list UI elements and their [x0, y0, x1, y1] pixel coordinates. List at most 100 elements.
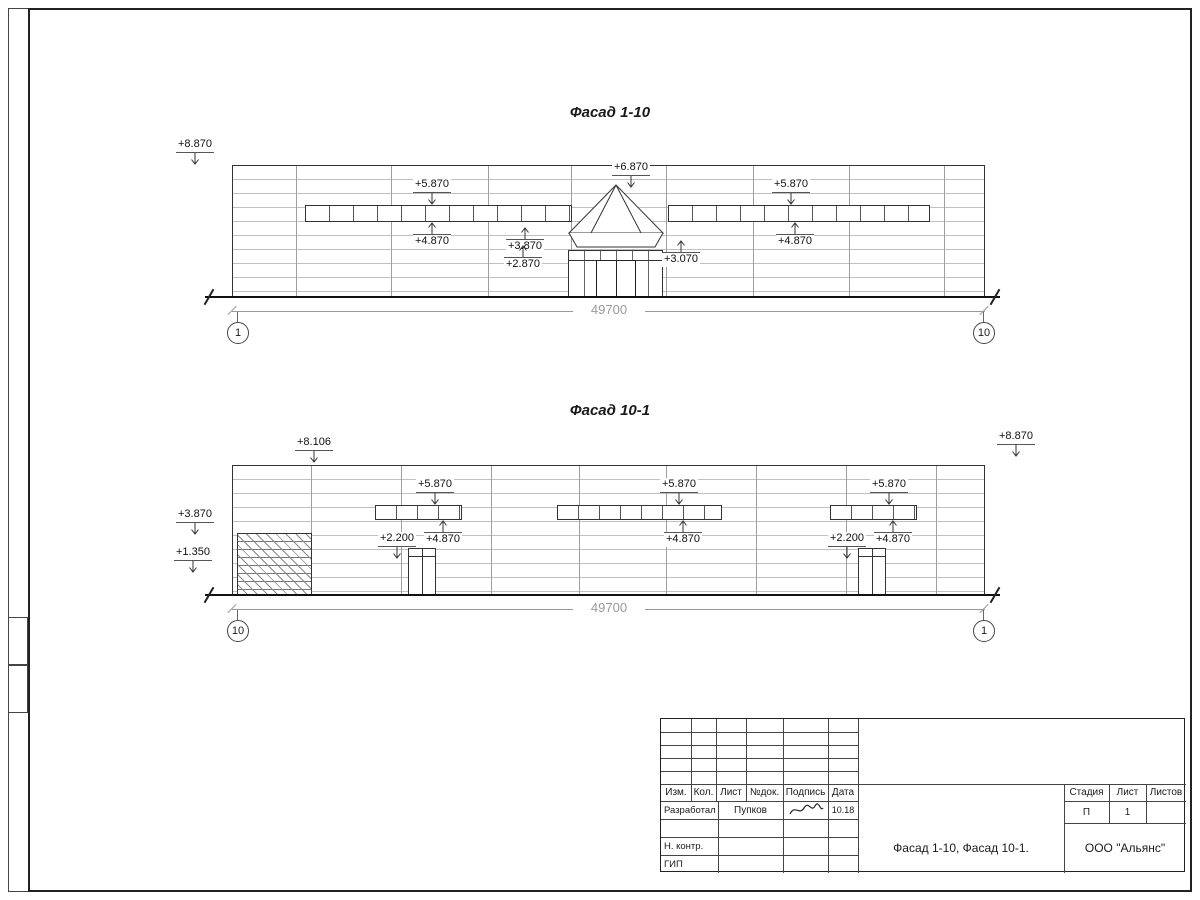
elevation-value: +3.870 [176, 508, 214, 523]
stamp-line [661, 837, 858, 838]
elevation-value: +3.870 [506, 239, 544, 254]
elevation-mark: +1.350 [174, 546, 212, 573]
signature-scribble [789, 803, 824, 815]
stamp-stage-value: П [1082, 806, 1091, 818]
stamp-line [661, 855, 858, 856]
elevation-value: +5.870 [413, 178, 451, 193]
stamp-sheet-value: 1 [1124, 806, 1131, 818]
arrow-down-icon [310, 450, 318, 463]
arrow-down-icon [787, 192, 795, 205]
stamp-col-izm: Изм. [665, 787, 687, 798]
entrance-storefront [568, 250, 663, 298]
stamp-line [661, 784, 1186, 785]
panel-joint-line [579, 466, 580, 594]
axis-bubble: 10 [227, 620, 249, 642]
stamp-line [661, 745, 858, 746]
stamp-stage-label: Стадия [1069, 787, 1104, 798]
elevation-value: +4.870 [874, 532, 912, 547]
stamp-line [1146, 784, 1147, 823]
panel-joint-line [756, 466, 757, 594]
stamp-line [661, 758, 858, 759]
overall-dimension: 49700 [573, 302, 645, 317]
elevation-mark: +6.870 [612, 161, 650, 188]
elevation-mark: +4.870 [664, 520, 702, 547]
elevation-value: +2.200 [828, 532, 866, 547]
elevation-value: +6.870 [612, 161, 650, 176]
stamp-line [1064, 784, 1065, 873]
stamp-col-ndok: №док. [749, 787, 780, 798]
axis-leader [237, 610, 238, 620]
window-band [668, 205, 930, 222]
arrow-down-icon [191, 522, 199, 535]
stamp-company: ООО "Альянс" [1084, 841, 1166, 855]
window-band [375, 505, 462, 520]
stamp-col-list: Лист [720, 787, 742, 798]
arrow-down-icon [627, 175, 635, 188]
elevation-mark: +3.070 [662, 240, 700, 267]
side-stamp-cell [8, 665, 28, 713]
window-band [830, 505, 917, 520]
stamp-line [1064, 823, 1186, 824]
elevation-mark: +3.870 [176, 508, 214, 535]
elevation-value: +5.870 [772, 178, 810, 193]
stamp-line [1109, 784, 1110, 823]
panel-joint-line [311, 466, 312, 594]
stamp-line [1064, 801, 1186, 802]
louver-grille [237, 533, 312, 595]
stamp-line [828, 719, 829, 873]
elevation-mark: +3.870 [506, 227, 544, 254]
stamp-sheet-label: Лист [1116, 787, 1139, 798]
arrow-up-icon [519, 245, 527, 257]
panel-joint-line [753, 166, 754, 297]
axis-bubble: 1 [973, 620, 995, 642]
elevation-mark: +5.870 [870, 478, 908, 505]
arrow-up-icon [428, 222, 436, 234]
elevation-value: +8.106 [295, 436, 333, 451]
elevation-mark: +5.870 [416, 478, 454, 505]
stamp-line [691, 719, 692, 801]
arrow-down-icon [843, 546, 851, 559]
arrow-down-icon [675, 492, 683, 505]
elevation-mark: +2.200 [378, 532, 416, 559]
elevation-value: +8.870 [176, 138, 214, 153]
panel-joint-line [849, 166, 850, 297]
elevation-mark: +5.870 [772, 178, 810, 205]
elevation-mark: +8.870 [997, 430, 1035, 457]
elevation-mark: +8.870 [176, 138, 214, 165]
panel-joint-line [666, 166, 667, 297]
panel-joint-line [488, 166, 489, 297]
elevation-mark: +2.870 [504, 245, 542, 272]
arrow-down-icon [1012, 444, 1020, 457]
axis-bubble: 10 [973, 322, 995, 344]
side-stamp-cell [8, 617, 28, 665]
panel-joint-line [296, 166, 297, 297]
arrow-down-icon [189, 560, 197, 573]
stamp-line [783, 719, 784, 873]
stamp-line [661, 732, 858, 733]
stamp-col-kol: Кол. [693, 787, 714, 798]
stamp-line [661, 771, 858, 772]
elevation-value: +8.870 [997, 430, 1035, 445]
elevation-mark: +5.870 [660, 478, 698, 505]
panel-joint-line [666, 466, 667, 594]
elevation-value: +1.350 [174, 546, 212, 561]
elevation-mark: +5.870 [413, 178, 451, 205]
arrow-down-icon [431, 492, 439, 505]
elevation-value: +5.870 [870, 478, 908, 493]
panel-joint-line [936, 466, 937, 594]
arrow-down-icon [428, 192, 436, 205]
elevation-value: +2.200 [378, 532, 416, 547]
stamp-role-ncontr: Н. контр. [664, 840, 704, 852]
elevation-value: +4.870 [413, 234, 451, 249]
arrow-up-icon [889, 520, 897, 532]
stamp-line [718, 801, 719, 873]
stamp-developed-name: Пупков [734, 804, 767, 816]
entrance-door [595, 260, 636, 297]
elevation-mark: +8.106 [295, 436, 333, 463]
elevation-value: +4.870 [776, 234, 814, 249]
arrow-up-icon [791, 222, 799, 234]
arrow-down-icon [885, 492, 893, 505]
title-block: Изм. Кол. Лист №док. Подпись Дата Разраб… [660, 718, 1186, 873]
facade-1-title: Фасад 1-10 [569, 104, 651, 121]
